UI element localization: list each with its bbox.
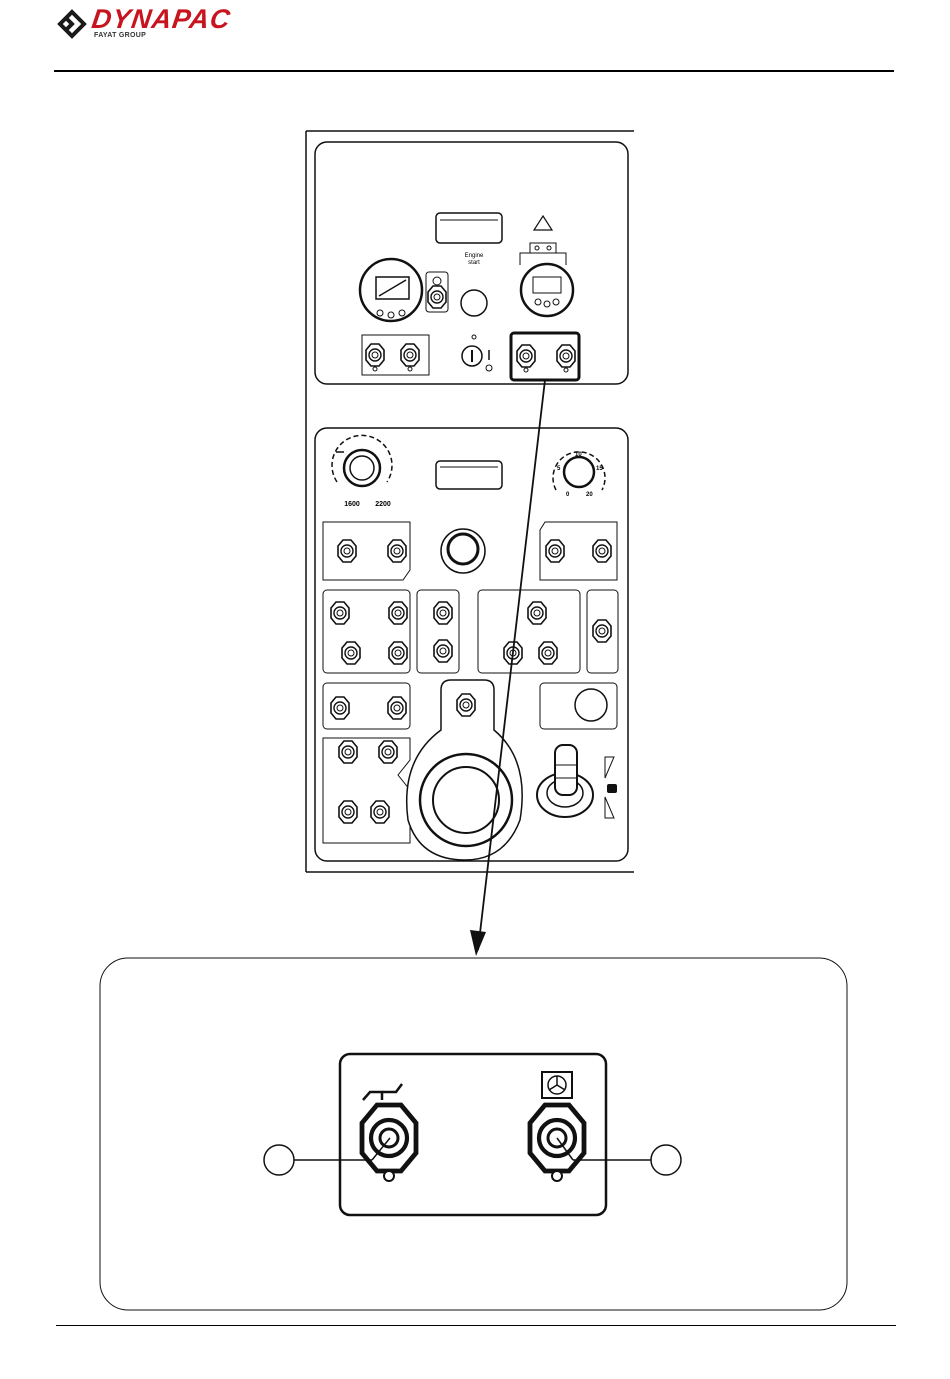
frequency-dial (564, 457, 594, 487)
engine-start-socket (461, 290, 487, 316)
callout-arrowhead (470, 930, 486, 956)
svg-text:20: 20 (586, 492, 593, 498)
svg-text:10: 10 (575, 452, 582, 458)
engine-label-1: Engine (465, 253, 484, 259)
footer-rule (56, 1325, 896, 1326)
conveyor-group (478, 590, 580, 673)
detail-led-right (552, 1171, 562, 1181)
callout-circle-left (264, 1145, 294, 1175)
upper-display-window (436, 213, 502, 243)
speed-min-label: 1600 (344, 501, 360, 508)
lower-display-window (436, 461, 502, 489)
detail-toggle-left (362, 1105, 416, 1171)
detail-led-left (384, 1171, 394, 1181)
steering-wheel-icon (542, 1072, 572, 1098)
engine-label-2: start (468, 260, 480, 266)
callout-circle-right (651, 1145, 681, 1175)
speed-max-label: 2200 (375, 501, 391, 508)
indicator-block (530, 243, 556, 253)
svg-text:15: 15 (596, 466, 603, 472)
